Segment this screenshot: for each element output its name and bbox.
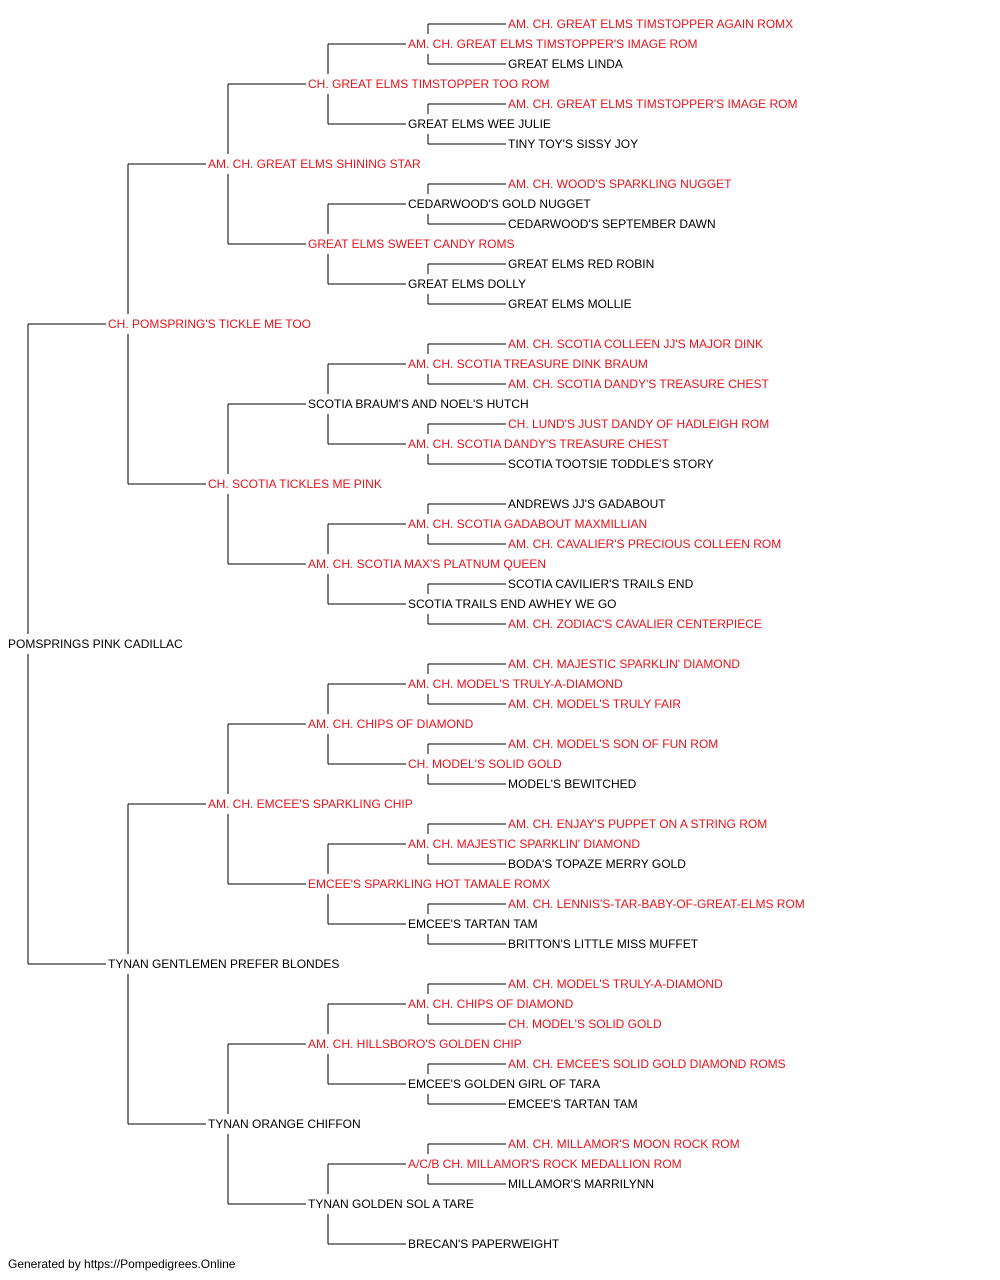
dam-name: SCOTIA TOOTSIE TODDLE'S STORY [508, 457, 714, 471]
footer-credit: Generated by https://Pompedigrees.Online [8, 1257, 236, 1271]
sire-name: AM. CH. GREAT ELMS SHINING STAR [208, 157, 421, 171]
sire-name: AM. CH. LENNIS'S-TAR-BABY-OF-GREAT-ELMS … [508, 897, 805, 911]
sire-name: AM. CH. MODEL'S TRULY-A-DIAMOND [408, 677, 623, 691]
sire-name: AM. CH. MODEL'S SON OF FUN ROM [508, 737, 718, 751]
dam-name: SCOTIA TRAILS END AWHEY WE GO [408, 597, 617, 611]
dam-name: EMCEE'S GOLDEN GIRL OF TARA [408, 1077, 600, 1091]
sire-name: AM. CH. HILLSBORO'S GOLDEN CHIP [308, 1037, 522, 1051]
dam-name: CH. MODEL'S SOLID GOLD [508, 1017, 662, 1031]
sire-name: AM. CH. ENJAY'S PUPPET ON A STRING ROM [508, 817, 767, 831]
dam-name: TYNAN GOLDEN SOL A TARE [308, 1197, 474, 1211]
sire-name: AM. CH. MILLAMOR'S MOON ROCK ROM [508, 1137, 740, 1151]
sire-name: CH. POMSPRING'S TICKLE ME TOO [108, 317, 311, 331]
dam-name: MILLAMOR'S MARRILYNN [508, 1177, 654, 1191]
sire-name: AM. CH. GREAT ELMS TIMSTOPPER'S IMAGE RO… [408, 37, 697, 51]
dam-name: AM. CH. CAVALIER'S PRECIOUS COLLEEN ROM [508, 537, 781, 551]
sire-name: AM. CH. SCOTIA COLLEEN JJ'S MAJOR DINK [508, 337, 763, 351]
dam-name: TYNAN GENTLEMEN PREFER BLONDES [108, 957, 339, 971]
sire-name: AM. CH. GREAT ELMS TIMSTOPPER AGAIN ROMX [508, 17, 793, 31]
sire-name: AM. CH. MODEL'S TRULY-A-DIAMOND [508, 977, 723, 991]
sire-name: ANDREWS JJ'S GADABOUT [508, 497, 666, 511]
dam-name: TYNAN ORANGE CHIFFON [208, 1117, 361, 1131]
sire-name: AM. CH. SCOTIA GADABOUT MAXMILLIAN [408, 517, 647, 531]
sire-name: SCOTIA CAVILIER'S TRAILS END [508, 577, 694, 591]
sire-name: SCOTIA BRAUM'S AND NOEL'S HUTCH [308, 397, 529, 411]
dam-name: GREAT ELMS MOLLIE [508, 297, 632, 311]
sire-name: AM. CH. SCOTIA TREASURE DINK BRAUM [408, 357, 648, 371]
dam-name: EMCEE'S TARTAN TAM [508, 1097, 638, 1111]
dam-name: AM. CH. ZODIAC'S CAVALIER CENTERPIECE [508, 617, 762, 631]
sire-name: AM. CH. EMCEE'S SOLID GOLD DIAMOND ROMS [508, 1057, 786, 1071]
sire-name: AM. CH. MAJESTIC SPARKLIN' DIAMOND [508, 657, 740, 671]
dam-name: BODA'S TOPAZE MERRY GOLD [508, 857, 686, 871]
sire-name: AM. CH. GREAT ELMS TIMSTOPPER'S IMAGE RO… [508, 97, 797, 111]
dam-name: GREAT ELMS LINDA [508, 57, 623, 71]
sire-name: AM. CH. CHIPS OF DIAMOND [408, 997, 574, 1011]
dam-name: CH. MODEL'S SOLID GOLD [408, 757, 562, 771]
sire-name: CH. LUND'S JUST DANDY OF HADLEIGH ROM [508, 417, 769, 431]
sire-name: CEDARWOOD'S GOLD NUGGET [408, 197, 591, 211]
sire-name: AM. CH. EMCEE'S SPARKLING CHIP [208, 797, 413, 811]
dam-name: BRITTON'S LITTLE MISS MUFFET [508, 937, 699, 951]
dam-name: GREAT ELMS SWEET CANDY ROMS [308, 237, 514, 251]
dam-name: CEDARWOOD'S SEPTEMBER DAWN [508, 217, 716, 231]
sire-name: AM. CH. WOOD'S SPARKLING NUGGET [508, 177, 732, 191]
dam-name: GREAT ELMS DOLLY [408, 277, 526, 291]
dam-name: EMCEE'S SPARKLING HOT TAMALE ROMX [308, 877, 550, 891]
sire-name: A/C/B CH. MILLAMOR'S ROCK MEDALLION ROM [408, 1157, 682, 1171]
dam-name: MODEL'S BEWITCHED [508, 777, 637, 791]
dam-name: TINY TOY'S SISSY JOY [508, 137, 638, 151]
dam-name: CH. SCOTIA TICKLES ME PINK [208, 477, 382, 491]
dam-name: GREAT ELMS WEE JULIE [408, 117, 551, 131]
subject-name: POMSPRINGS PINK CADILLAC [8, 637, 183, 651]
sire-name: AM. CH. CHIPS OF DIAMOND [308, 717, 474, 731]
sire-name: GREAT ELMS RED ROBIN [508, 257, 654, 271]
dam-name: AM. CH. SCOTIA DANDY'S TREASURE CHEST [508, 377, 769, 391]
sire-name: AM. CH. MAJESTIC SPARKLIN' DIAMOND [408, 837, 640, 851]
dam-name: EMCEE'S TARTAN TAM [408, 917, 538, 931]
dam-name: AM. CH. SCOTIA DANDY'S TREASURE CHEST [408, 437, 669, 451]
dam-name: BRECAN'S PAPERWEIGHT [408, 1237, 560, 1251]
dam-name: AM. CH. MODEL'S TRULY FAIR [508, 697, 681, 711]
dam-name: AM. CH. SCOTIA MAX'S PLATNUM QUEEN [308, 557, 546, 571]
sire-name: CH. GREAT ELMS TIMSTOPPER TOO ROM [308, 77, 549, 91]
